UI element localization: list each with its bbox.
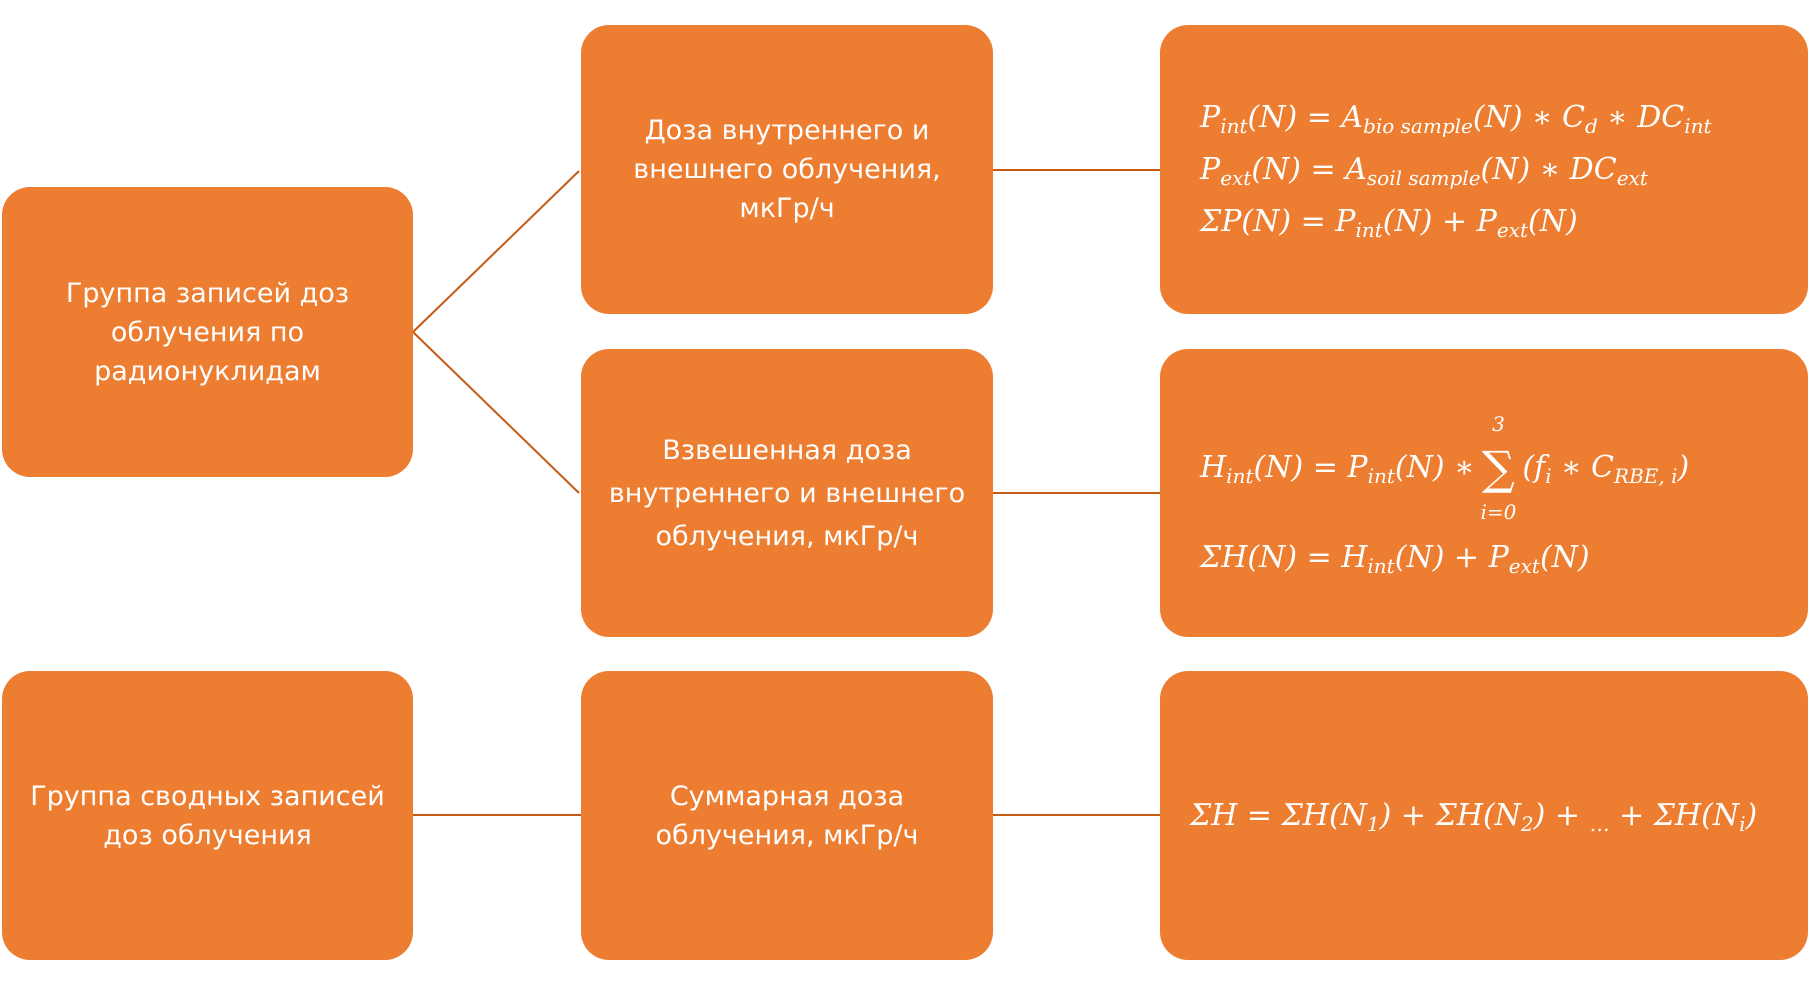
summary-group-label: Группа сводных записей доз облучения [30,780,385,851]
formula-h-sum: ΣH(N) = Hint(N) + Pext(N) [1200,540,1590,578]
dose-box: Доза внутреннего и внешнего облучения, м… [581,25,993,314]
formula-total: ΣH = ΣH(N1) + ΣH(N2) + … + ΣH(Ni) [1190,797,1758,836]
sum-upper-limit: 3 [1492,412,1505,436]
nuclide-group-box: Группа записей доз облучения по радионук… [2,187,413,477]
sigma-icon: ∑ [1482,441,1515,495]
weighted-dose-label: Взвешенная доза внутреннего и внешнего о… [608,434,966,552]
formula-p-ext: Pext(N) = Asoil sample(N) ∗ DCext [1200,151,1648,190]
summary-group-box: Группа сводных записей доз облучения [2,671,413,960]
weighted-formula-box: Hint(N) = Pint(N) ∗ 3 ∑ i=0 (fi ∗ CRBE, … [1160,349,1808,637]
nuclide-group-label: Группа записей доз облучения по радионук… [65,277,350,387]
dose-label: Доза внутреннего и внешнего облучения, м… [633,115,941,224]
total-formula-box: ΣH = ΣH(N1) + ΣH(N2) + … + ΣH(Ni) [1160,671,1808,960]
dose-formula-box: Pint(N) = Abio sample(N) ∗ Cd ∗ DCint Pe… [1160,25,1808,314]
connector-group-to-dose [412,170,580,333]
sum-operator: 3 ∑ i=0 [1480,412,1516,524]
formula-p-sum: ΣP(N) = Pint(N) + Pext(N) [1200,203,1578,242]
total-dose-box: Суммарная доза облучения, мкГр/ч [581,671,993,960]
connector-group-to-weighted [412,331,580,494]
formula-p-int: Pint(N) = Abio sample(N) ∗ Cd ∗ DCint [1200,99,1712,138]
sum-lower-limit: i=0 [1480,500,1517,524]
weighted-dose-box: Взвешенная доза внутреннего и внешнего о… [581,349,993,637]
total-dose-label: Суммарная доза облучения, мкГр/ч [655,780,919,851]
formula-h-int: Hint(N) = Pint(N) ∗ 3 ∑ i=0 (fi ∗ CRBE, … [1200,412,1690,524]
